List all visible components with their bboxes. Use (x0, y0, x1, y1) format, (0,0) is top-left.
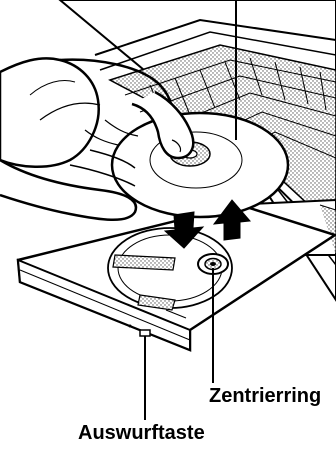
centering-ring-label: Zentrierring (209, 386, 321, 406)
eject-button-label: Auswurftaste (78, 423, 205, 443)
eject-button (140, 330, 150, 336)
cd-disc (112, 113, 288, 217)
